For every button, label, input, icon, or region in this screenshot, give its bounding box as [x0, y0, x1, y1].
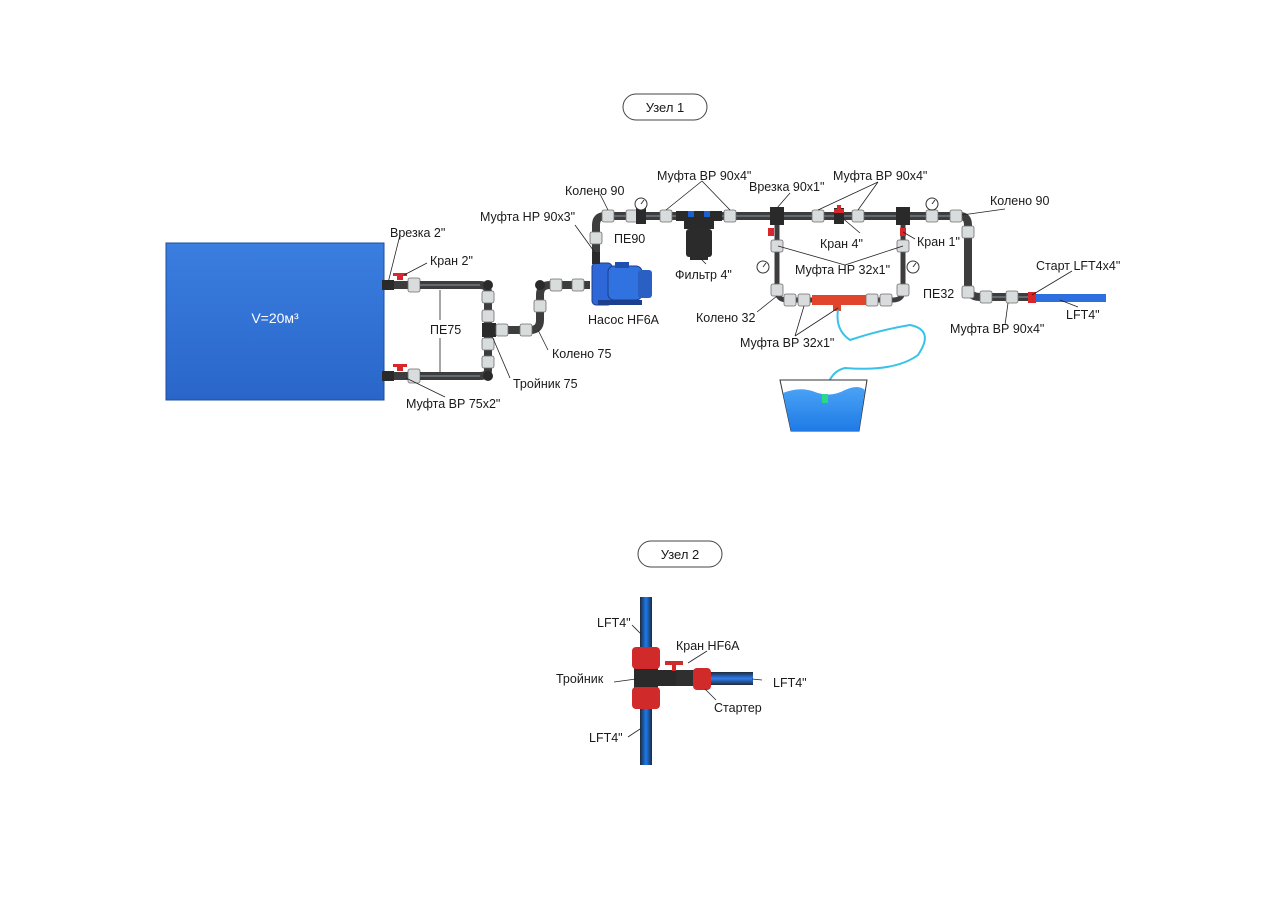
label-nasos-hf6a: Насос HF6A	[588, 313, 660, 327]
pe75-pipe-network	[420, 278, 590, 381]
label-kran-2: Кран 2"	[430, 254, 473, 268]
label-troynik-75: Тройник 75	[513, 377, 578, 391]
label-mufta-nr-32x1: Муфта НР 32х1"	[795, 263, 890, 277]
pe32-bypass-loop	[756, 225, 920, 311]
label-lft4-node1: LFT4"	[1066, 308, 1100, 322]
label-mufta-vr-75x2: Муфта ВР 75х2"	[406, 397, 500, 411]
label-kran-4: Кран 4"	[820, 237, 863, 251]
label-pe75: ПЕ75	[430, 323, 461, 337]
node-1-badge: Узел 1	[622, 93, 708, 121]
pump-hf6a	[591, 252, 652, 306]
node-2-labels: LFT4" Кран HF6A Тройник LFT4" Стартер LF…	[556, 616, 807, 745]
node-1-labels: Врезка 2" Кран 2" ПЕ75 Муфта ВР 75х2" Тр…	[390, 169, 1120, 411]
label-mufta-vr-90x4-left: Муфта ВР 90х4"	[657, 169, 751, 183]
fertilizer-bucket	[779, 309, 926, 432]
node-2-assembly	[632, 597, 753, 765]
node-2-title: Узел 2	[661, 547, 700, 562]
node-2-leader-lines	[613, 624, 763, 738]
water-tank: V=20м³	[165, 242, 385, 401]
label-filtr-4: Фильтр 4"	[675, 268, 732, 282]
node-1-title: Узел 1	[646, 100, 685, 115]
lft-tape-line	[1028, 292, 1106, 303]
filter-4inch	[676, 211, 722, 260]
label-kran-1: Кран 1"	[917, 235, 960, 249]
label-koleno-90-right: Колено 90	[990, 194, 1049, 208]
label-vrezka-2: Врезка 2"	[390, 226, 445, 240]
label-mufta-nr-90x3: Муфта НР 90х3"	[480, 210, 575, 224]
pe90-main-line	[589, 197, 1030, 304]
label-n2-lft4-right: LFT4"	[773, 676, 807, 690]
label-mufta-vr-90x4-right: Муфта ВР 90х4"	[833, 169, 927, 183]
label-pe90: ПЕ90	[614, 232, 645, 246]
tank-volume-label: V=20м³	[251, 310, 299, 326]
tank-outlet-top	[382, 273, 421, 293]
tank-outlet-bottom	[382, 364, 421, 384]
label-n2-starter: Стартер	[714, 701, 762, 715]
label-start-lft: Старт LFT4х4"	[1036, 259, 1120, 273]
leader-lines	[387, 180, 1079, 398]
label-n2-troynik: Тройник	[556, 672, 604, 686]
label-pe32: ПЕ32	[923, 287, 954, 301]
label-mufta-vr-32x1: Муфта ВР 32х1"	[740, 336, 834, 350]
label-n2-kran-hf6a: Кран HF6A	[676, 639, 740, 653]
label-n2-lft4-top: LFT4"	[597, 616, 631, 630]
label-n2-lft4-bottom: LFT4"	[589, 731, 623, 745]
label-vrezka-90x1: Врезка 90х1"	[749, 180, 824, 194]
label-koleno-32: Колено 32	[696, 311, 755, 325]
label-koleno-75: Колено 75	[552, 347, 611, 361]
node-2-badge: Узел 2	[637, 540, 723, 568]
label-mufta-vr-90x4-bottom: Муфта ВР 90х4"	[950, 322, 1044, 336]
label-koleno-90-left: Колено 90	[565, 184, 624, 198]
